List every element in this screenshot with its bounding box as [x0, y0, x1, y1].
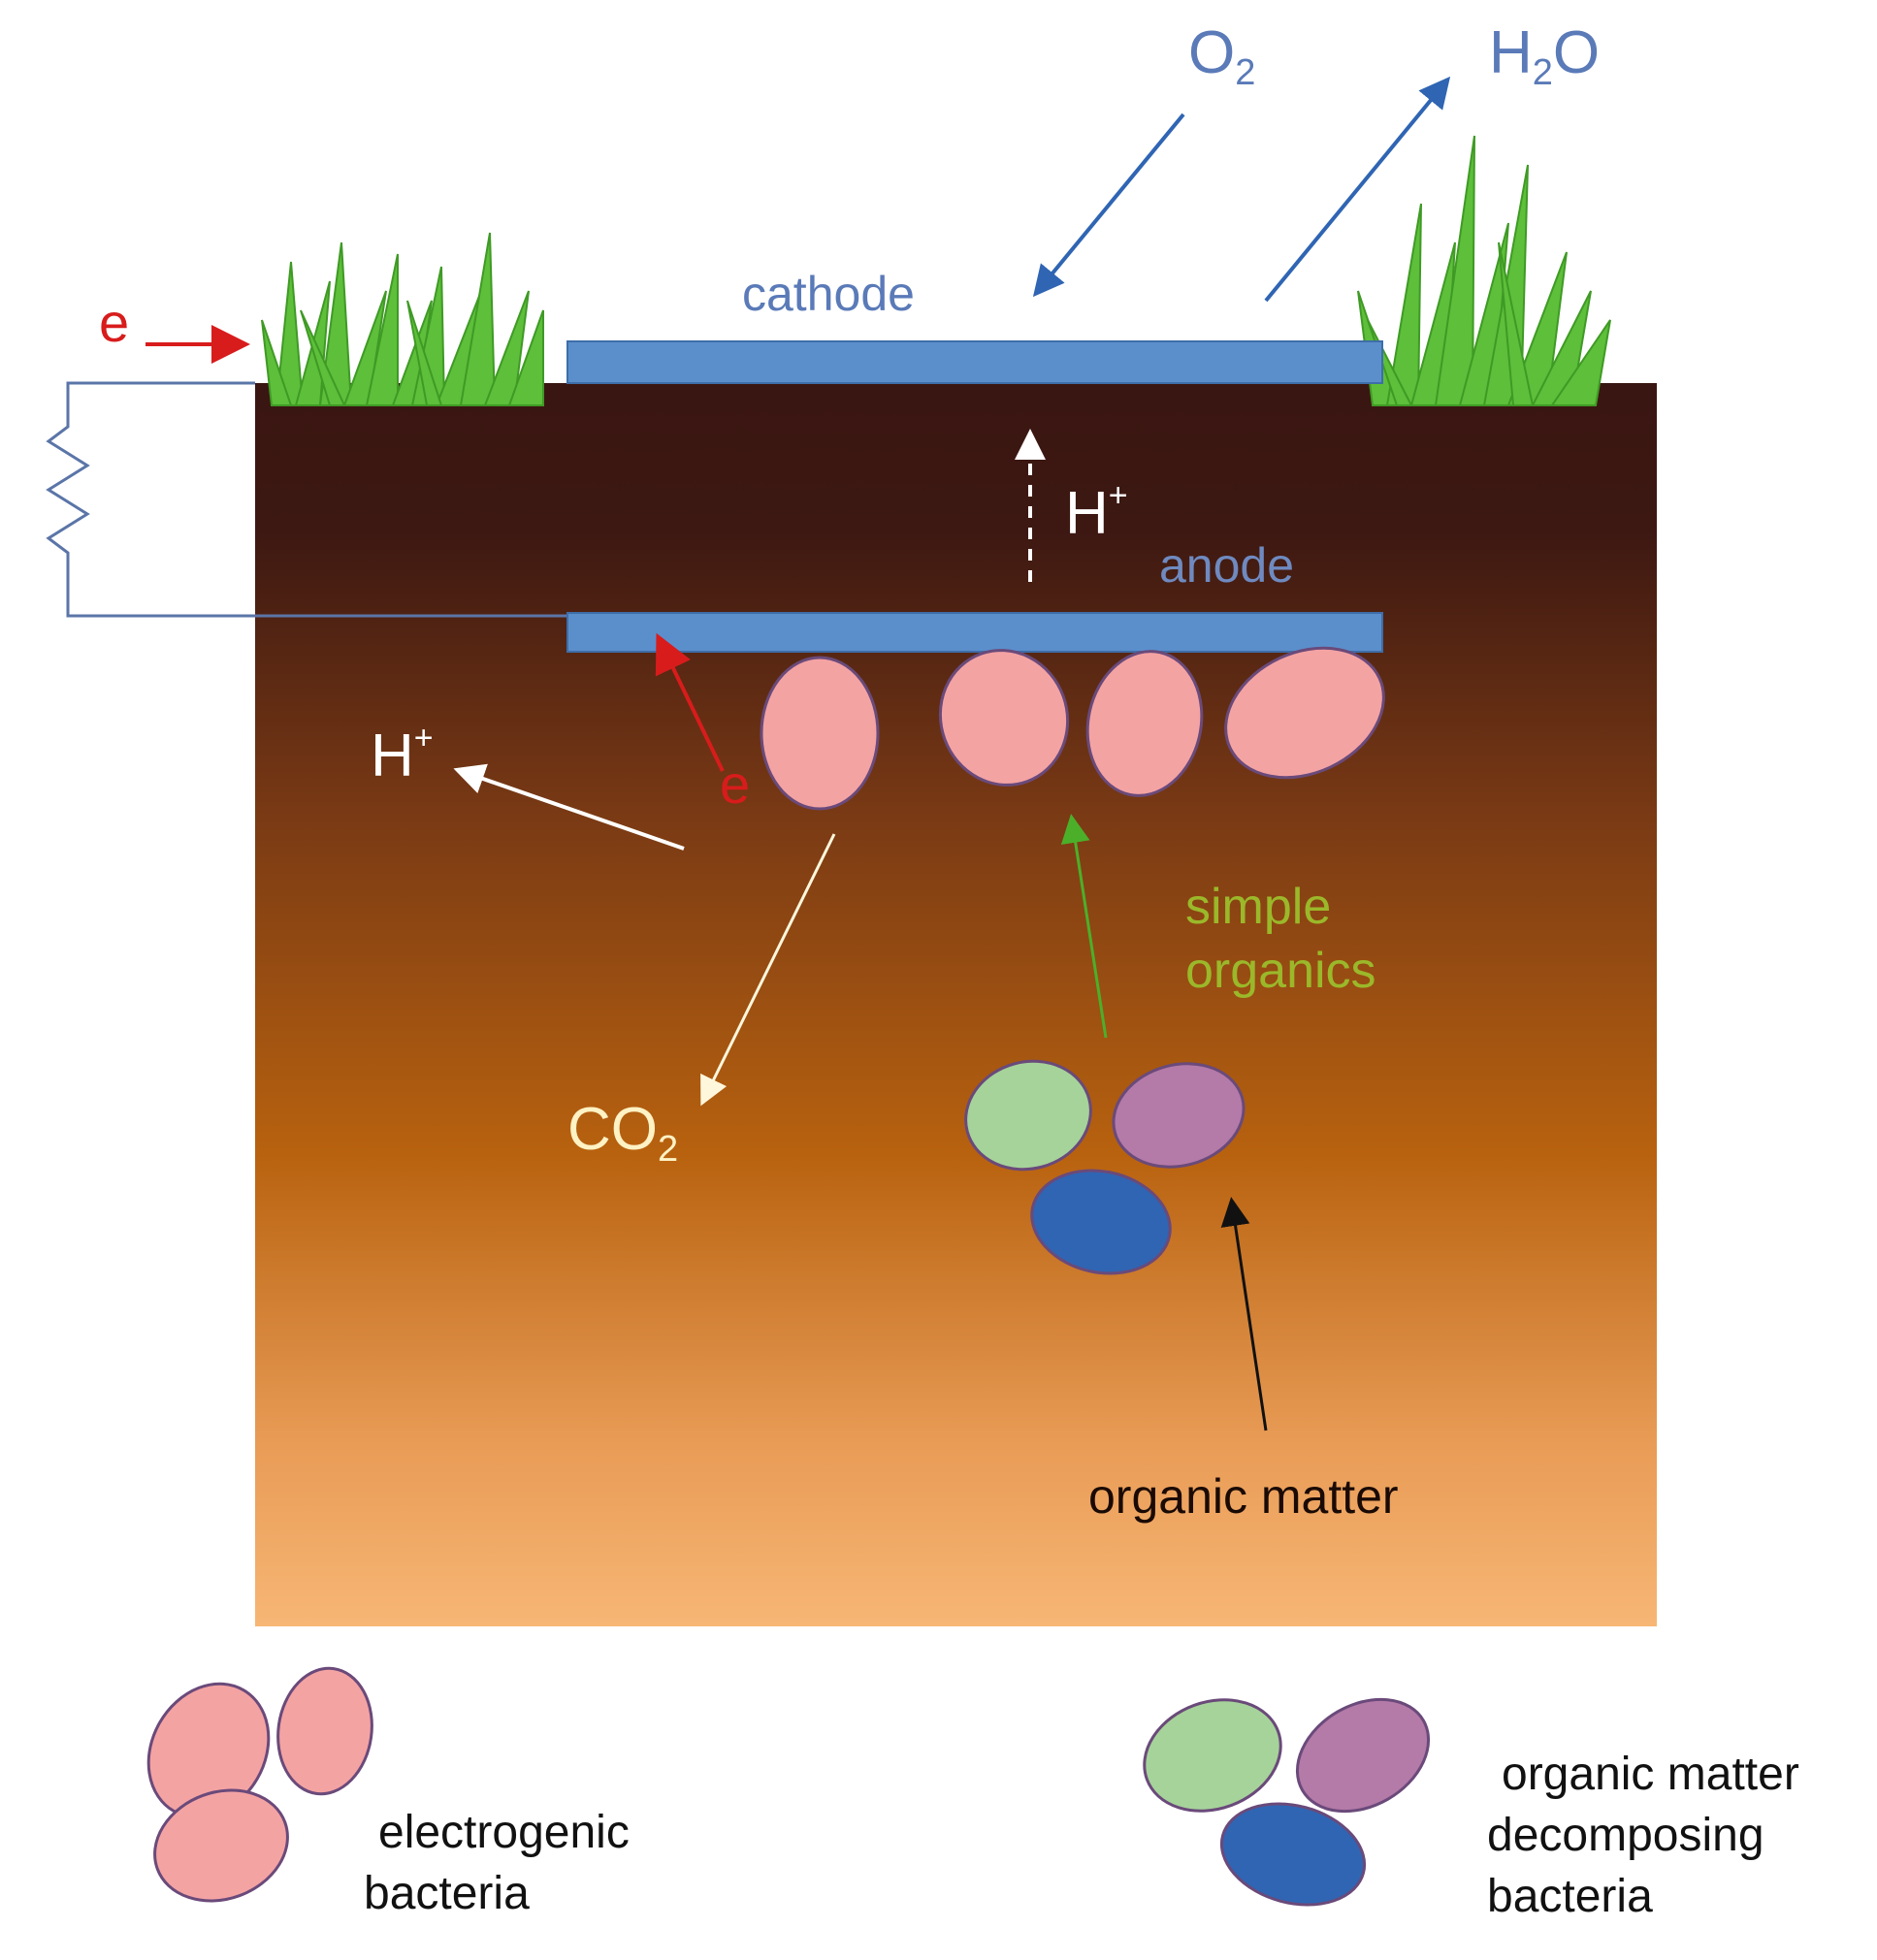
- h2o-label: H2O: [1489, 19, 1600, 93]
- decomposing-bacterium-green: [964, 1059, 1092, 1172]
- co2-label: CO2: [567, 1096, 678, 1170]
- soil-block: [255, 383, 1657, 1626]
- cathode-plate: [566, 340, 1383, 384]
- grass-left: [261, 232, 544, 406]
- electron-arrow-bacteria: [655, 632, 725, 772]
- h2o-arrow: [1264, 76, 1451, 303]
- simple-organics-label: simple organics: [1185, 879, 1376, 999]
- electron-label-top: e: [99, 292, 129, 353]
- o2-arrow: [1032, 112, 1185, 298]
- proton-label-left: H+: [371, 720, 434, 789]
- electrogenic-bacterium: [938, 649, 1070, 787]
- anode-label: anode: [1159, 538, 1294, 593]
- legend-electrogenic-label: electrogenic bacteria: [364, 1807, 642, 1919]
- legend-decomposing-label: organic matter decomposing bacteria: [1487, 1749, 1812, 1922]
- legend-decomposing-purple: [1295, 1697, 1431, 1814]
- decomposing-bacterium-blue: [1030, 1169, 1172, 1275]
- decomposing-bacterium-purple: [1112, 1062, 1246, 1169]
- grass-right: [1357, 135, 1611, 406]
- electrogenic-bacterium: [760, 656, 880, 811]
- legend-decomposing-blue: [1219, 1802, 1367, 1907]
- organic-matter-arrow: [1220, 1197, 1268, 1431]
- circuit-wire: [46, 381, 255, 618]
- simple-organics-arrow: [1060, 814, 1108, 1039]
- proton-label-upper: H+: [1065, 477, 1128, 547]
- o2-label: O2: [1188, 19, 1255, 93]
- organic-matter-label: organic matter: [1088, 1469, 1399, 1524]
- co2-arrow: [700, 833, 836, 1107]
- electrogenic-bacterium: [1224, 646, 1385, 780]
- electron-label-bacteria: e: [720, 754, 750, 815]
- legend-electrogenic-bacterium: [153, 1788, 289, 1903]
- anode-plate: [566, 612, 1383, 653]
- cathode-label: cathode: [742, 267, 915, 321]
- legend-electrogenic-bacterium: [146, 1682, 271, 1819]
- electrogenic-bacterium: [1085, 650, 1204, 797]
- proton-arrow-left: [453, 763, 685, 851]
- legend-electrogenic-bacterium: [276, 1666, 373, 1796]
- legend-decomposing-green: [1143, 1698, 1282, 1813]
